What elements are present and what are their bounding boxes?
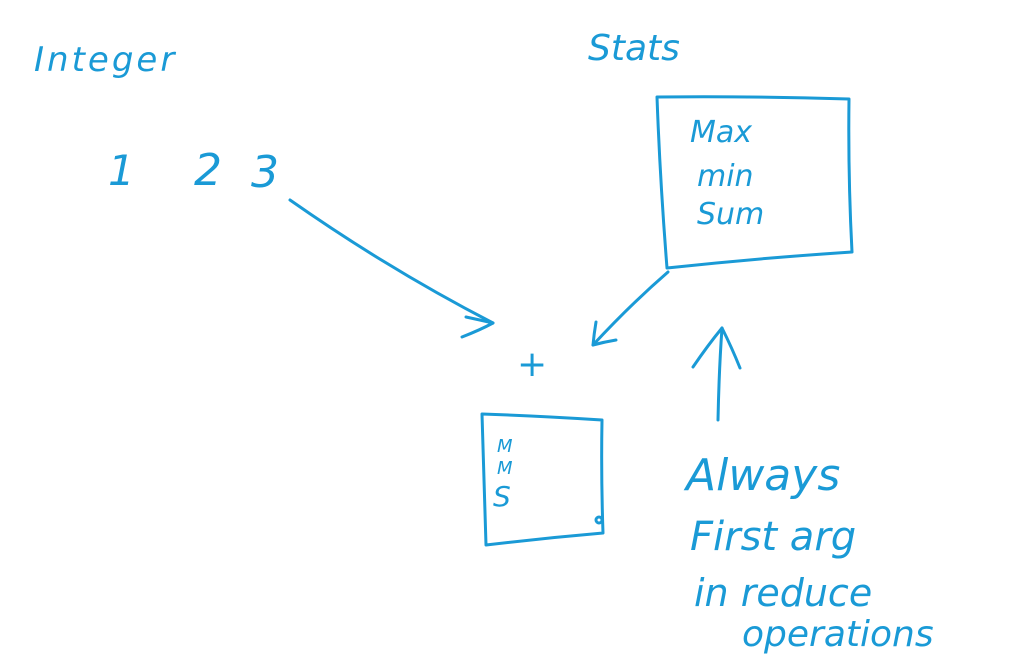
arrow-note-to-stats [716, 326, 724, 422]
stats-field: min [697, 159, 754, 194]
accumulator-field: M [497, 458, 513, 479]
integer-value: 3 [251, 147, 279, 198]
arrow-integers-to-plus-head [460, 315, 495, 339]
accumulator-field: M [497, 436, 513, 457]
note-line: First arg [690, 514, 856, 560]
accumulator-box-dot [594, 515, 604, 525]
integer-label: Integer [34, 40, 177, 80]
note-line: in reduce [694, 571, 872, 615]
note-line: operations [742, 614, 934, 655]
stats-label: Stats [588, 28, 680, 69]
arrow-note-to-stats-head [691, 326, 742, 370]
stats-field: Max [690, 115, 752, 150]
arrow-stats-to-plus [591, 270, 670, 347]
stats-box [655, 95, 854, 270]
arrow-stats-to-plus-head [591, 320, 618, 347]
integer-value: 2 [194, 145, 222, 196]
plus-sign: + [517, 344, 547, 385]
note-line: Always [683, 450, 840, 501]
stats-field: Sum [697, 197, 764, 232]
accumulator-field: S [493, 480, 511, 513]
arrow-integers-to-plus [288, 198, 495, 325]
integer-value: 1 [108, 146, 135, 195]
accumulator-box [480, 412, 605, 547]
